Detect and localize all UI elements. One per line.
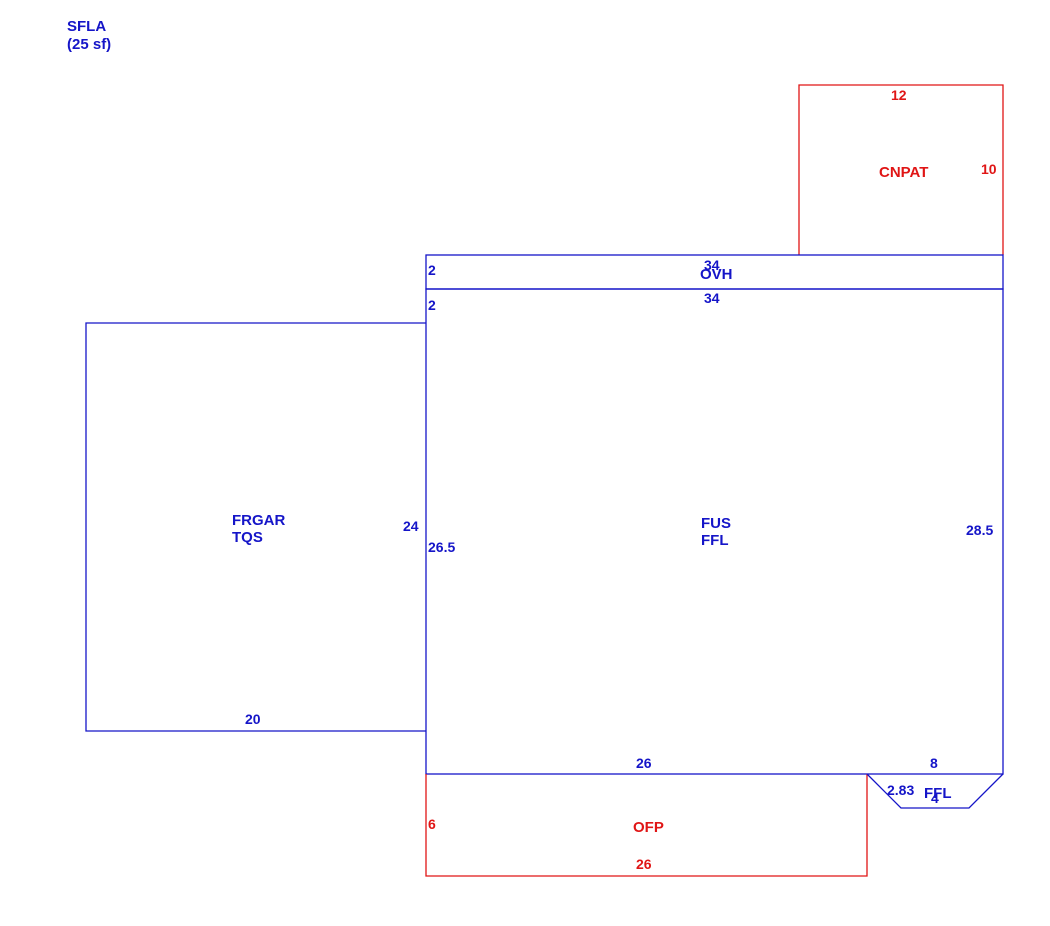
fus-ffl-label: FFL	[701, 532, 729, 549]
ofp-outline	[425, 774, 868, 877]
fus-dim-bottom-right: 8	[930, 755, 938, 771]
fus-dim-left: 26.5	[428, 539, 455, 555]
ofp-dim-left: 6	[428, 816, 436, 832]
fus-dim-right: 28.5	[966, 522, 993, 538]
fus-dim-top: 34	[704, 290, 720, 306]
fus-dim-bottom: 26	[636, 755, 652, 771]
cnpat-dim-top: 12	[891, 87, 907, 103]
frgar-outline	[85, 322, 426, 732]
frgar-dim-bottom: 20	[245, 711, 261, 727]
ofp-label: OFP	[633, 819, 664, 836]
frgar-label: FRGAR	[232, 512, 285, 529]
sfla-label: SFLA	[67, 18, 106, 35]
ffl-bay-label: FFL	[924, 785, 952, 802]
fus-outline	[425, 288, 1004, 775]
ofp-dim-bottom: 26	[636, 856, 652, 872]
ffl-bay-dim-bottom: 4	[931, 790, 939, 806]
ffl-bay-dim-diag: 2.83	[887, 782, 914, 798]
ovh-dim-left: 2	[428, 262, 436, 278]
ovh-dim-top: 34	[704, 257, 720, 273]
sfla-area: (25 sf)	[67, 36, 111, 53]
cnpat-label: CNPAT	[879, 164, 928, 181]
cnpat-dim-right: 10	[981, 161, 997, 177]
frgar-dim-right: 24	[403, 518, 419, 534]
frgar-tqs-label: TQS	[232, 529, 263, 546]
fus-dim-left-top: 2	[428, 297, 436, 313]
ffl-bay-outline	[866, 773, 1004, 809]
fus-label: FUS	[701, 515, 731, 532]
cnpat-outline	[798, 84, 1004, 255]
ovh-label: OVH	[700, 266, 733, 283]
